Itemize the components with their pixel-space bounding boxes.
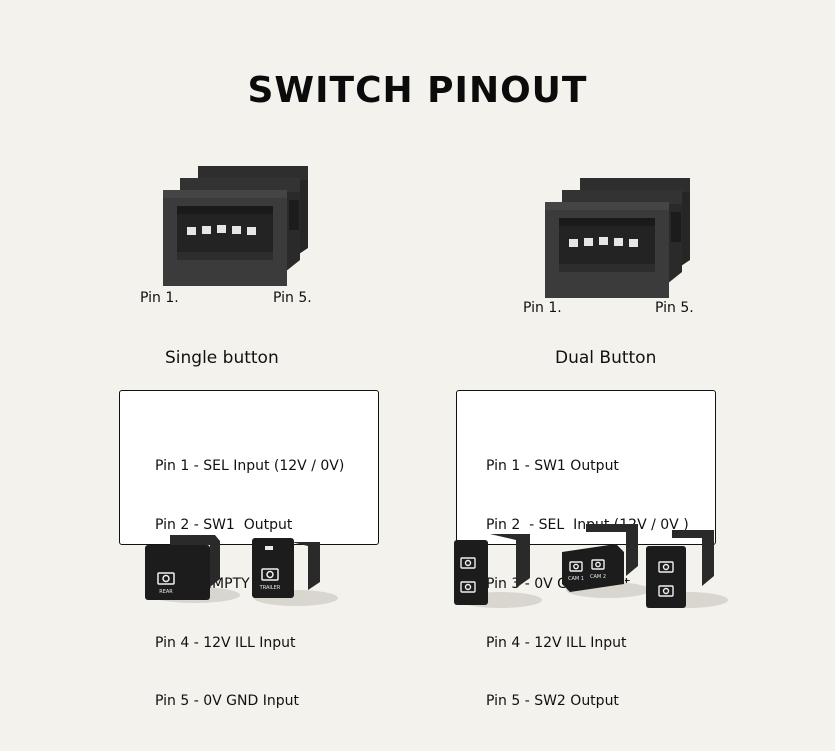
switch-cap-label: REAR [159,589,173,595]
switch-cap-label: CAM 1 [568,576,584,582]
single-pin5-label: Pin 5. [273,290,312,306]
dual-switch-3 [646,530,728,608]
dual-pinout-box: Pin 1 - SW1 Output Pin 2 - SEL Input (12… [456,390,716,709]
dual-switch-1 [454,534,542,608]
camera-icon [460,557,476,593]
single-connector-illustration [163,166,308,286]
camera-icon [569,559,605,572]
dual-connector-illustration [545,178,690,298]
single-switch-rear: REAR [145,535,240,603]
list-item: Pin 1 - SEL Input (12V / 0V) [155,458,345,475]
list-item: Pin 4 - 12V ILL Input [155,634,296,651]
single-switch-trailer: TRAILER [252,538,338,606]
dual-pin5-label: Pin 5. [655,300,694,316]
list-item: Pin 5 - 0V GND Input [155,693,299,710]
switch-cap-label: TRAILER [259,585,281,591]
dual-button-label: Dual Button [555,348,657,368]
list-item: Pin 4 - 12V ILL Input [486,634,627,651]
list-item: Pin 5 - SW2 Output [486,693,619,710]
switch-cap-label: CAM 2 [590,574,606,580]
list-item: Pin 2 - SW1 Output [155,516,293,533]
page-title: SWITCH PINOUT [247,70,588,111]
connector-pins [187,225,256,235]
dual-pin1-label: Pin 1. [523,300,562,316]
list-item: Pin 1 - SW1 Output [486,458,619,475]
camera-icon [157,572,175,585]
list-item: Pin 2 - SEL Input (12V / 0V ) [486,516,689,533]
connector-pins [569,237,638,247]
dual-switch-2: CAM 1 CAM 2 [562,524,650,598]
camera-icon [658,561,674,597]
camera-icon [261,568,279,581]
single-pin1-label: Pin 1. [140,290,179,306]
single-pinout-box: Pin 1 - SEL Input (12V / 0V) Pin 2 - SW1… [119,390,379,709]
single-button-label: Single button [165,348,279,368]
